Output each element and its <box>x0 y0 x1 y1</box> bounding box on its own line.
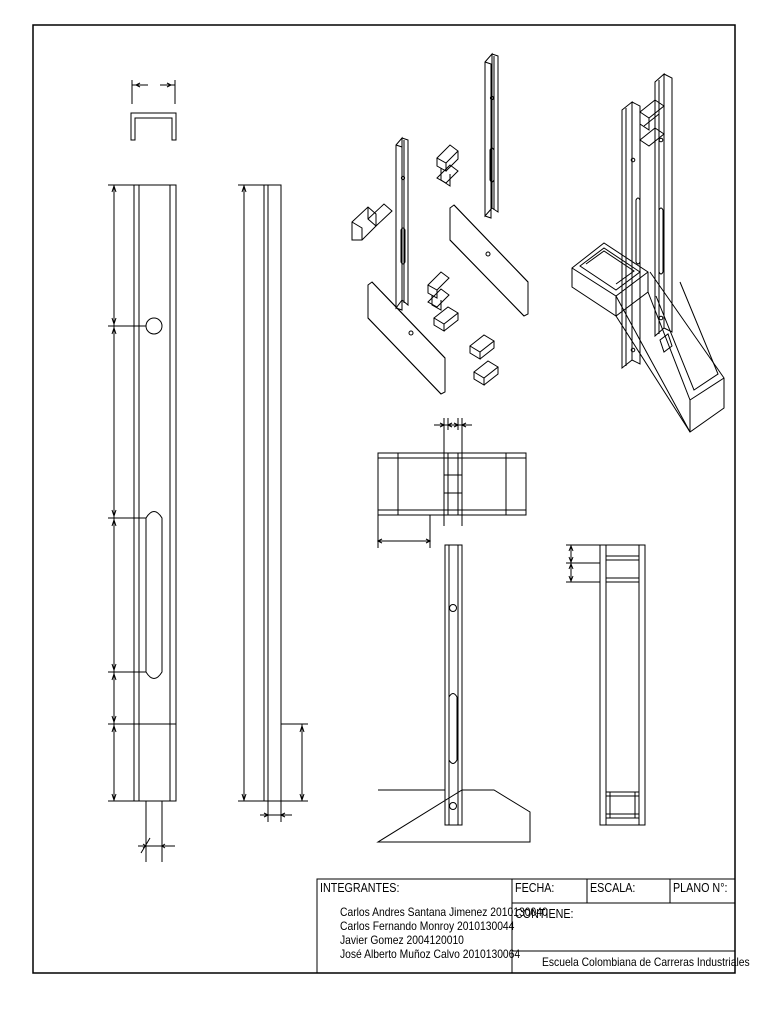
exploded-view-right-column <box>485 54 498 218</box>
sheet-border <box>33 25 735 973</box>
exploded-view-left-column <box>396 138 408 310</box>
side-elevation-view <box>566 545 645 825</box>
institution-name: Escuela Colombiana de Carreras Industria… <box>542 955 750 969</box>
column-front-view <box>108 185 176 862</box>
column-side-view <box>238 185 308 822</box>
plano-number-label: PLANO N°: <box>673 881 728 895</box>
fecha-label: FECHA: <box>515 881 555 895</box>
title-block-frame <box>317 879 735 973</box>
plan-view <box>378 418 526 548</box>
integrantes-label: INTEGRANTES: <box>320 881 400 895</box>
channel-cross-section <box>131 80 176 140</box>
exploded-view-small-parts <box>352 145 498 385</box>
assembled-isometric-view <box>572 74 724 432</box>
exploded-view-left-plate <box>368 282 445 394</box>
contiene-label: CONTIENE: <box>515 907 574 921</box>
member-name-1: Carlos Andres Santana Jimenez 2010130040 <box>340 905 548 919</box>
escala-label: ESCALA: <box>590 881 636 895</box>
exploded-view-right-plate <box>450 205 528 316</box>
member-name-4: José Alberto Muñoz Calvo 2010130064 <box>340 947 521 961</box>
front-elevation-view <box>378 545 530 842</box>
member-name-3: Javier Gomez 2004120010 <box>340 933 464 947</box>
member-name-2: Carlos Fernando Monroy 2010130044 <box>340 919 515 933</box>
